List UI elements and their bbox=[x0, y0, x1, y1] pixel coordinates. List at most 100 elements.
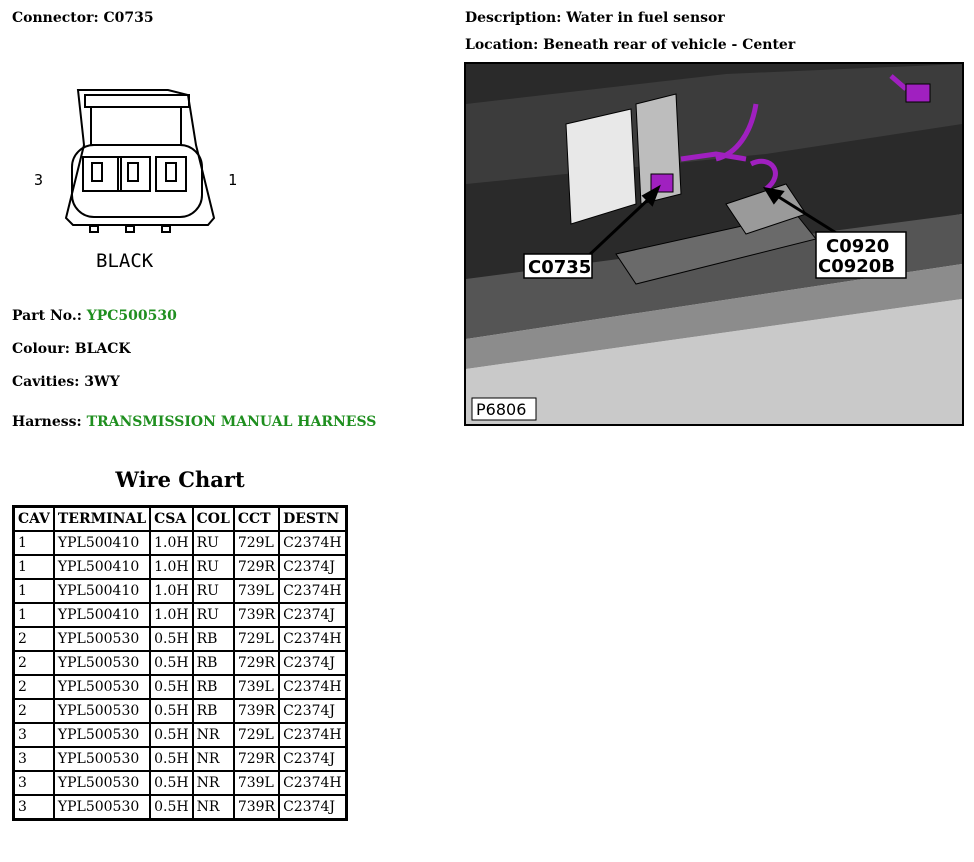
connector-colour-label: BLACK bbox=[96, 250, 154, 272]
cell-col: RU bbox=[191, 578, 235, 604]
cell-cav: 3 bbox=[12, 794, 55, 821]
column-header-col: COL bbox=[191, 505, 235, 532]
cell-cav: 1 bbox=[12, 602, 55, 628]
location-photo: C0735 C0920 C0920B P6806 bbox=[464, 62, 964, 426]
cell-csa: 0.5H bbox=[149, 650, 194, 676]
cell-cct: 729R bbox=[232, 650, 281, 676]
connector-face-diagram: 3 1 BLACK bbox=[34, 89, 237, 272]
cell-cct: 729R bbox=[232, 746, 281, 772]
cell-csa: 0.5H bbox=[149, 674, 194, 700]
cell-cct: 739R bbox=[232, 602, 281, 628]
cell-destn: C2374J bbox=[278, 794, 348, 821]
cell-csa: 0.5H bbox=[149, 698, 194, 724]
cell-destn: C2374H bbox=[278, 626, 348, 652]
cell-col: RU bbox=[191, 602, 235, 628]
cell-terminal: YPL500530 bbox=[52, 674, 152, 700]
cell-cav: 3 bbox=[12, 722, 55, 748]
location-label: Location: bbox=[465, 37, 539, 53]
cell-cav: 1 bbox=[12, 578, 55, 604]
cell-destn: C2374H bbox=[278, 722, 348, 748]
cavities-label: Cavities: bbox=[12, 374, 80, 390]
connector-heading: Connector: C0735 bbox=[12, 10, 154, 26]
cell-csa: 1.0H bbox=[149, 554, 194, 580]
cell-cct: 729L bbox=[232, 626, 281, 652]
column-header-destn: DESTN bbox=[278, 505, 348, 532]
cell-cav: 2 bbox=[12, 626, 55, 652]
cell-cct: 739L bbox=[232, 770, 281, 796]
vehicle-underbody-illustration: C0735 C0920 C0920B P6806 bbox=[466, 64, 962, 424]
part-no-label: Part No.: bbox=[12, 308, 82, 324]
cell-terminal: YPL500530 bbox=[52, 722, 152, 748]
part-no-link[interactable]: YPC500530 bbox=[86, 308, 177, 324]
colour-label: Colour: bbox=[12, 341, 70, 357]
column-header-csa: CSA bbox=[149, 505, 194, 532]
colour-value: BLACK bbox=[74, 341, 131, 357]
harness-link[interactable]: TRANSMISSION MANUAL HARNESS bbox=[86, 414, 377, 430]
description-line: Description: Water in fuel sensor bbox=[465, 10, 725, 26]
location-value: Beneath rear of vehicle - Center bbox=[543, 37, 796, 53]
cell-terminal: YPL500410 bbox=[52, 602, 152, 628]
cell-cav: 2 bbox=[12, 674, 55, 700]
pin-1-label: 1 bbox=[228, 171, 237, 189]
cell-col: RU bbox=[191, 554, 235, 580]
cell-csa: 1.0H bbox=[149, 602, 194, 628]
callout-c0920b: C0920B bbox=[818, 256, 895, 277]
cell-destn: C2374J bbox=[278, 698, 348, 724]
cell-terminal: YPL500530 bbox=[52, 650, 152, 676]
location-line: Location: Beneath rear of vehicle - Cent… bbox=[465, 37, 795, 53]
cell-col: RB bbox=[191, 674, 235, 700]
cell-csa: 0.5H bbox=[149, 722, 194, 748]
cell-csa: 1.0H bbox=[149, 530, 194, 556]
cell-col: RB bbox=[191, 626, 235, 652]
colour-line: Colour: BLACK bbox=[12, 341, 131, 357]
cell-cav: 2 bbox=[12, 650, 55, 676]
cavities-line: Cavities: 3WY bbox=[12, 374, 120, 390]
cell-destn: C2374J bbox=[278, 554, 348, 580]
cell-cav: 3 bbox=[12, 746, 55, 772]
cell-terminal: YPL500410 bbox=[52, 530, 152, 556]
cell-terminal: YPL500410 bbox=[52, 578, 152, 604]
wire-chart-title: Wire Chart bbox=[115, 467, 245, 492]
photo-reference: P6806 bbox=[476, 400, 526, 419]
cell-col: NR bbox=[191, 722, 235, 748]
column-header-cct: CCT bbox=[232, 505, 281, 532]
cell-cct: 729L bbox=[232, 722, 281, 748]
cell-col: RB bbox=[191, 650, 235, 676]
harness-connector-highlight bbox=[905, 83, 931, 103]
cell-csa: 0.5H bbox=[149, 626, 194, 652]
cell-terminal: YPL500530 bbox=[52, 698, 152, 724]
cell-terminal: YPL500530 bbox=[52, 746, 152, 772]
description-value: Water in fuel sensor bbox=[566, 10, 725, 26]
callout-c0735: C0735 bbox=[528, 257, 591, 278]
cell-cct: 729R bbox=[232, 554, 281, 580]
column-header-cav: CAV bbox=[12, 505, 55, 532]
cell-cct: 739R bbox=[232, 794, 281, 821]
cell-cct: 729L bbox=[232, 530, 281, 556]
cell-cct: 739L bbox=[232, 578, 281, 604]
cell-destn: C2374H bbox=[278, 530, 348, 556]
highlight-harness bbox=[680, 74, 908, 191]
cell-csa: 1.0H bbox=[149, 578, 194, 604]
cell-terminal: YPL500530 bbox=[52, 794, 152, 821]
cell-terminal: YPL500530 bbox=[52, 626, 152, 652]
cell-csa: 0.5H bbox=[149, 746, 194, 772]
connector-label: Connector: bbox=[12, 10, 99, 26]
cell-terminal: YPL500530 bbox=[52, 770, 152, 796]
callout-c0920: C0920 bbox=[826, 236, 889, 257]
cell-cct: 739R bbox=[232, 698, 281, 724]
description-label: Description: bbox=[465, 10, 562, 26]
cell-cav: 3 bbox=[12, 770, 55, 796]
cell-col: NR bbox=[191, 770, 235, 796]
cell-col: NR bbox=[191, 746, 235, 772]
cell-destn: C2374J bbox=[278, 746, 348, 772]
